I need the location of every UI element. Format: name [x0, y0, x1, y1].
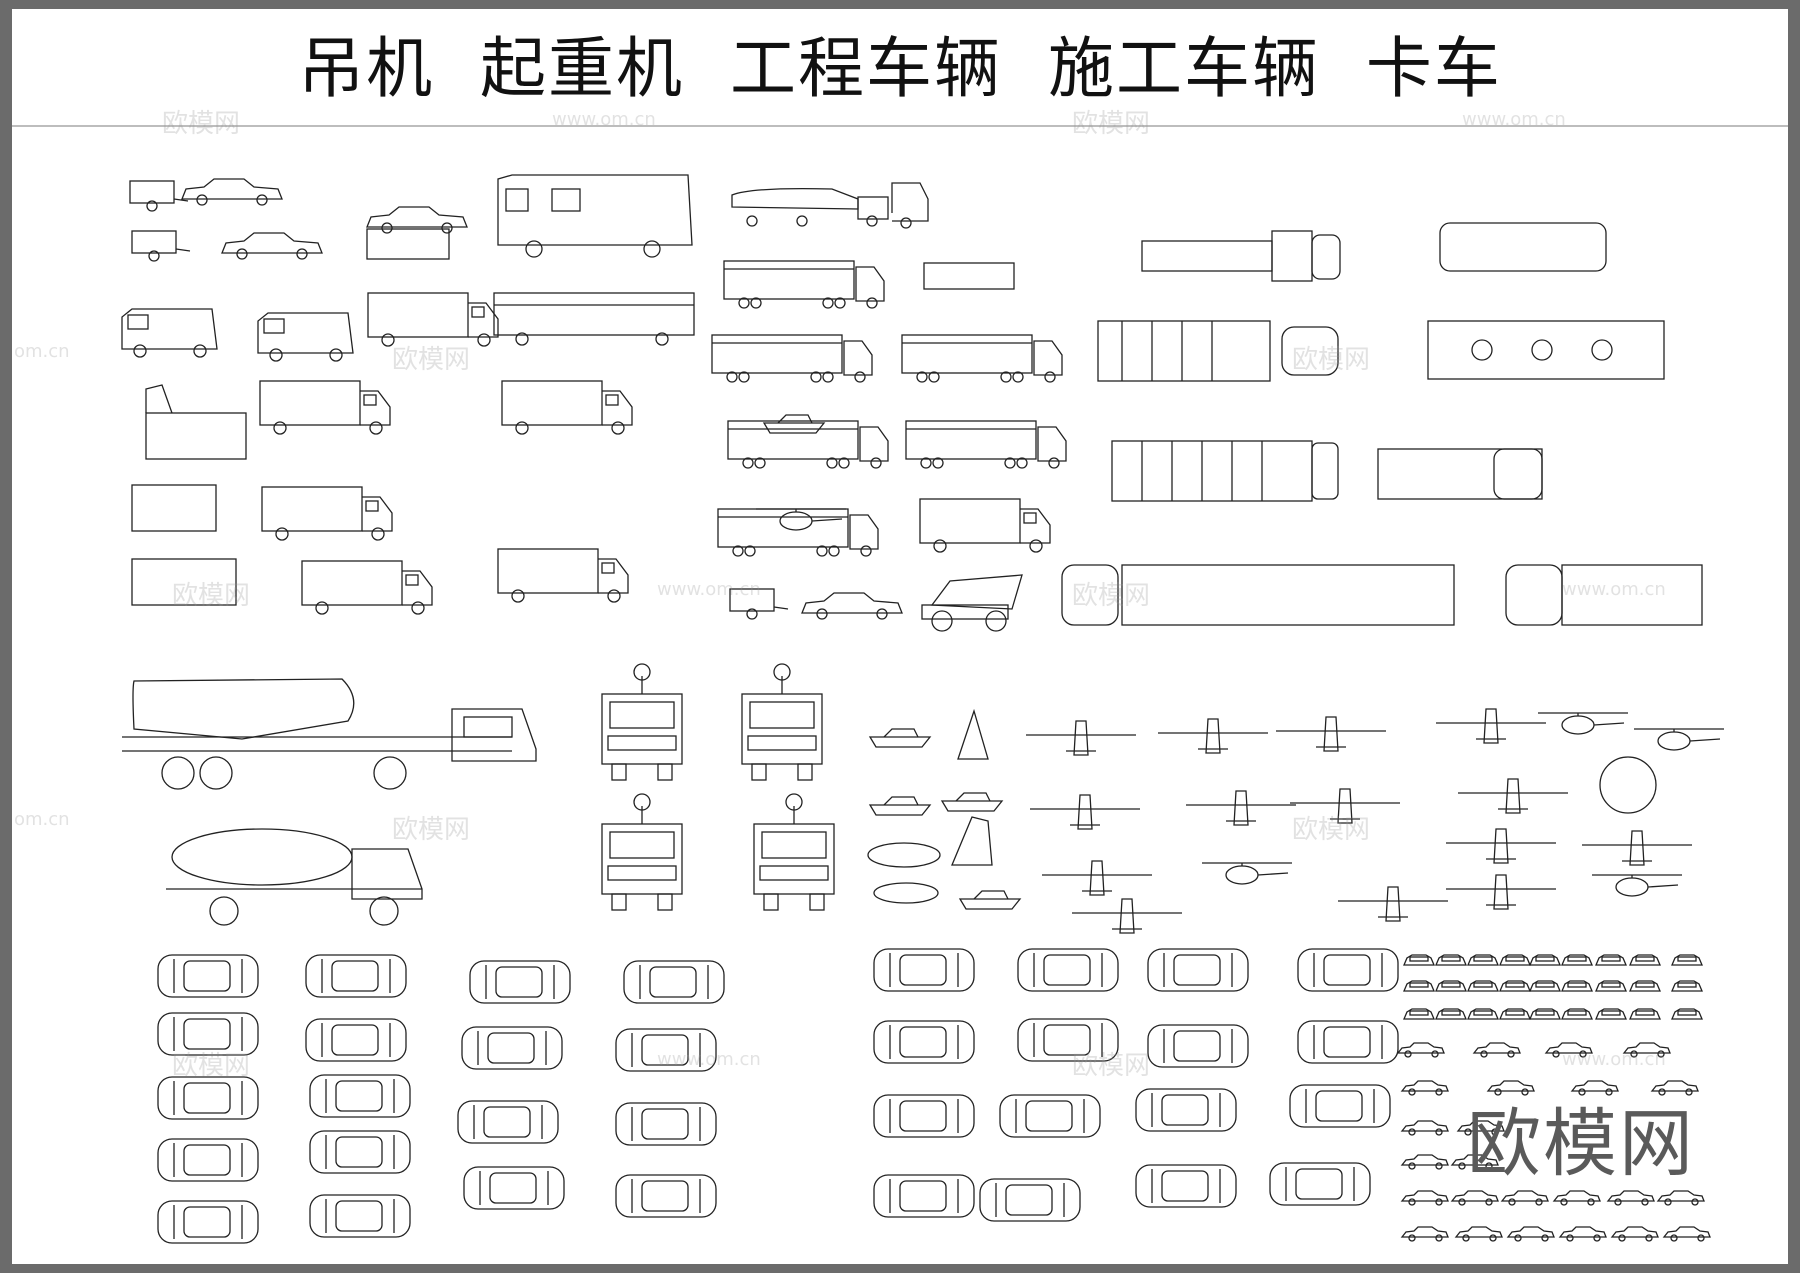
cad-drawing-area — [121, 174, 1725, 1244]
watermark-url: www.om.cn — [552, 109, 656, 130]
watermark-text: 欧模网 — [1072, 109, 1151, 139]
watermark-url: www.om.cn — [1562, 1049, 1666, 1070]
vehicle-group-tankers — [122, 663, 835, 926]
brand-watermark: 欧模网 — [1467, 1101, 1695, 1187]
watermark-url: www.om.cn — [657, 579, 761, 600]
watermark-text: 欧模网 — [392, 815, 471, 845]
vehicle-group-plan-view-cars — [157, 948, 1399, 1244]
watermark-url: www.om.cn — [1462, 109, 1566, 130]
watermark-text: 欧模网 — [162, 109, 241, 139]
watermark-text: 欧模网 — [1072, 581, 1151, 611]
watermark-url: www.om.cn — [657, 1049, 761, 1070]
watermark-text: 欧模网 — [1292, 815, 1371, 845]
page-title: 吊机 起重机 工程车辆 施工车辆 卡车 — [298, 30, 1502, 107]
watermark-text: 欧模网 — [172, 1051, 251, 1081]
vehicle-group-boats-aircraft — [867, 708, 1725, 934]
watermark-text: 欧模网 — [172, 581, 251, 611]
watermark-text: 欧模网 — [392, 345, 471, 375]
watermark-url: www.om.cn — [1562, 579, 1666, 600]
watermark-url-partial: om.cn — [14, 341, 70, 362]
watermark-url-partial: om.cn — [14, 809, 70, 830]
vehicle-group-light-trucks — [121, 174, 695, 615]
watermark-text: 欧模网 — [1292, 345, 1371, 375]
vehicle-group-plan-view-trucks — [1061, 222, 1703, 626]
watermark-text: 欧模网 — [1072, 1051, 1151, 1081]
title-bar: 吊机 起重机 工程车辆 施工车辆 卡车 — [12, 9, 1788, 127]
drawing-sheet: 吊机 起重机 工程车辆 施工车辆 卡车 — [12, 9, 1788, 1264]
vehicle-group-heavy-trucks — [711, 182, 1067, 632]
